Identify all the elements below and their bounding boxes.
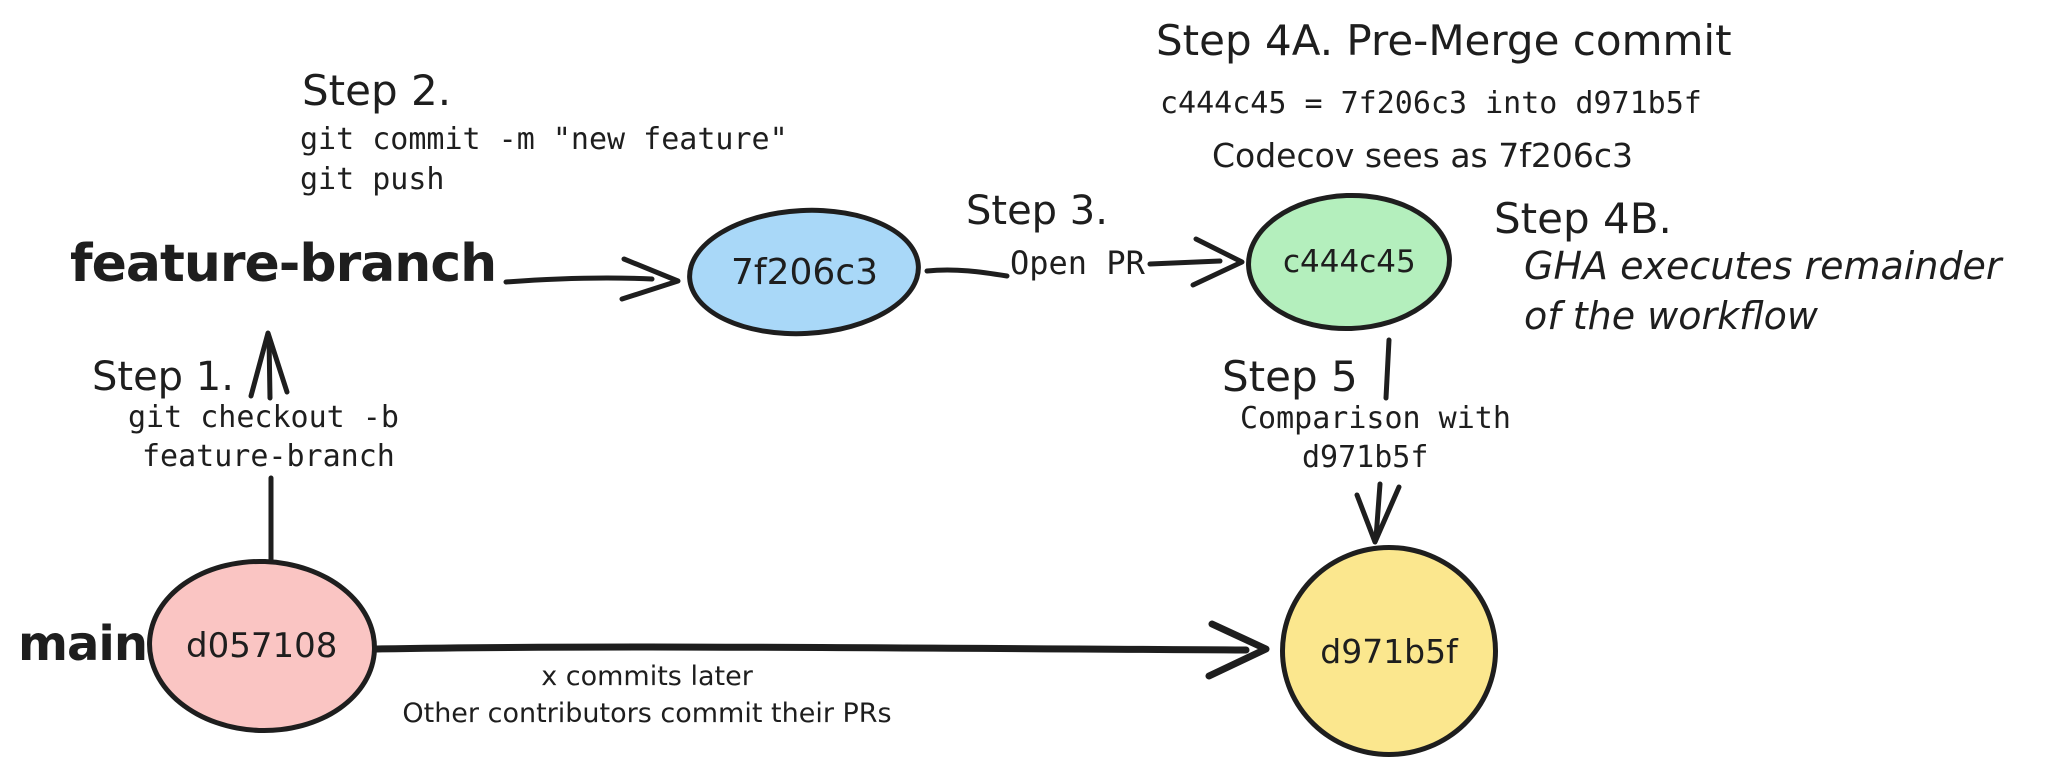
- step4b-title: Step 4B.: [1494, 194, 1672, 243]
- main-head-commit-hash: d971b5f: [1320, 631, 1458, 671]
- openpr-to-premerge-arrowhead-icon: [1190, 236, 1245, 288]
- other-contributors-label: Other contributors commit their PRs: [402, 698, 892, 729]
- step5-comparison-line1: Comparison with: [1240, 401, 1511, 436]
- step3-title: Step 3.: [966, 188, 1108, 234]
- step4b-note-line2: of the workflow: [1524, 294, 1818, 338]
- step3-open-pr-label: Open PR: [1010, 244, 1145, 282]
- premerge-bottom-line: [1383, 337, 1392, 401]
- feature-commit-hash: 7f206c3: [730, 251, 878, 293]
- main-commits-arrowhead-icon: [1205, 620, 1270, 680]
- step1-command-line1: git checkout -b: [128, 400, 399, 435]
- pre-merge-commit-hash: c444c45: [1282, 244, 1416, 280]
- commits-later-label: x commits later: [541, 661, 753, 692]
- main-old-commit-node: d057108: [144, 555, 380, 737]
- feature-to-commit-arrow-shaft: [503, 275, 655, 285]
- step1-command-line2: feature-branch: [142, 439, 395, 474]
- main-branch-label: main: [18, 616, 148, 672]
- step4a-title: Step 4A. Pre-Merge commit: [1156, 16, 1732, 65]
- step2-command-push: git push: [300, 162, 445, 197]
- main-arrow-annotation: x commits later Other contributors commi…: [380, 658, 914, 732]
- step2-title: Step 2.: [302, 66, 452, 115]
- main-old-commit-hash: d057108: [186, 626, 338, 666]
- openpr-to-premerge-arrow-shaft: [1147, 258, 1223, 267]
- step4a-codecov-note: Codecov sees as 7f206c3: [1212, 136, 1633, 175]
- feature-to-commit-arrowhead-icon: [619, 256, 681, 302]
- step1-title: Step 1.: [92, 354, 234, 400]
- checkout-arrow-shaft-upper: [266, 335, 273, 401]
- feature-branch-label: feature-branch: [70, 234, 497, 294]
- step4b-note-line1: GHA executes remainder: [1524, 244, 2002, 288]
- checkout-arrowhead-icon: [248, 330, 290, 399]
- step4a-merge-note: c444c45 = 7f206c3 into d971b5f: [1160, 86, 1702, 121]
- step5-title: Step 5: [1222, 352, 1358, 401]
- step2-command-commit: git commit -m "new feature": [300, 122, 788, 157]
- main-commits-arrow-shaft: [373, 643, 1250, 654]
- comparison-arrowhead-icon: [1354, 484, 1402, 545]
- commit-to-openpr-line: [924, 267, 1010, 279]
- step5-comparison-line2: d971b5f: [1302, 440, 1429, 475]
- comparison-arrow-shaft: [1373, 481, 1383, 541]
- feature-commit-node: 7f206c3: [683, 201, 925, 343]
- main-head-commit-node: d971b5f: [1280, 545, 1498, 757]
- pre-merge-commit-node: c444c45: [1243, 189, 1455, 335]
